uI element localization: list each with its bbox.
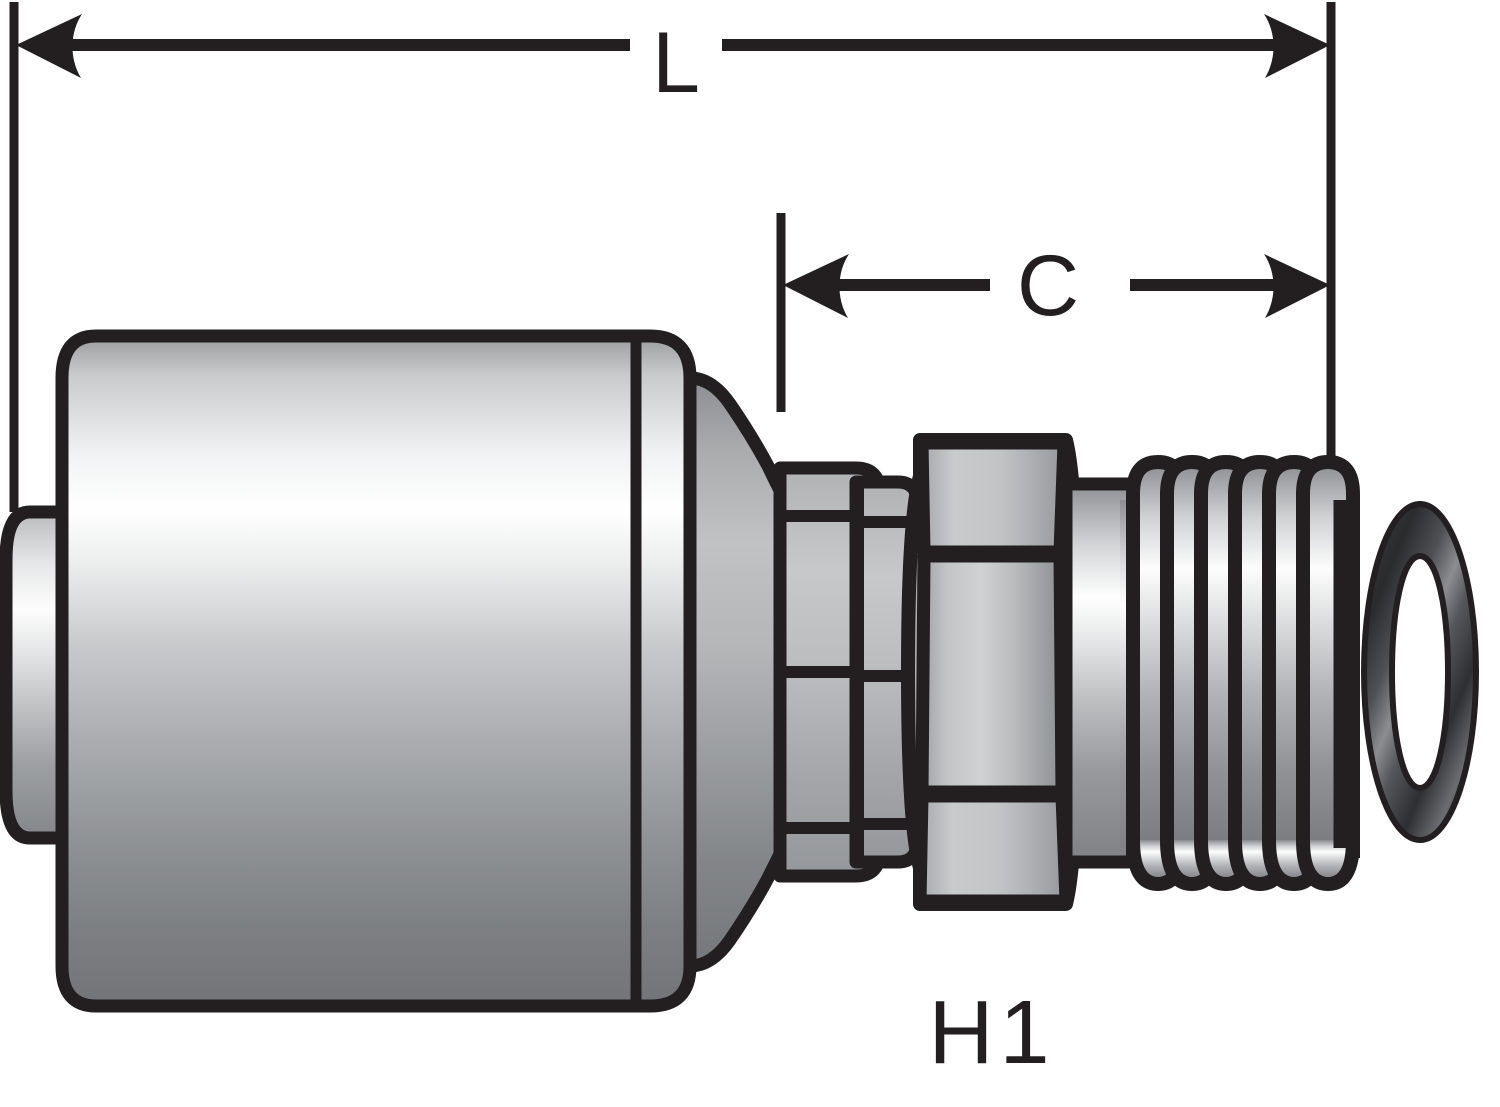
dimension-L: L: [9, 2, 1336, 512]
hex-facet-top: [915, 436, 1071, 559]
component-o-ring: [1360, 500, 1480, 844]
dimension-C: C: [776, 213, 1330, 412]
component-crimp-ferrule-body: [55, 329, 697, 1013]
hex-facet-center: [915, 549, 1069, 799]
arrowhead-L-left: [16, 14, 82, 78]
dimension-H1: H1: [928, 983, 1055, 1083]
hex-facet-bottom: [913, 789, 1073, 908]
arrowhead-C-right: [1264, 254, 1330, 318]
component-tapered-shoulder: [683, 371, 791, 973]
dimension-label-H1: H1: [928, 983, 1055, 1083]
arrowhead-L-right: [1264, 14, 1330, 78]
dimension-label-C: C: [1017, 238, 1079, 334]
o-ring-shape: [1360, 500, 1480, 844]
tapered-shoulder-shape: [683, 371, 791, 973]
component-hex-nut: [901, 433, 1085, 911]
ferrule-body-shape: [55, 329, 697, 1013]
thread-crest-bottom-6: [1296, 839, 1360, 891]
component-male-thread: [1120, 455, 1360, 891]
arrowhead-C-left: [783, 254, 849, 318]
component-collar-segments: [773, 461, 925, 883]
dimension-label-L: L: [652, 15, 700, 111]
